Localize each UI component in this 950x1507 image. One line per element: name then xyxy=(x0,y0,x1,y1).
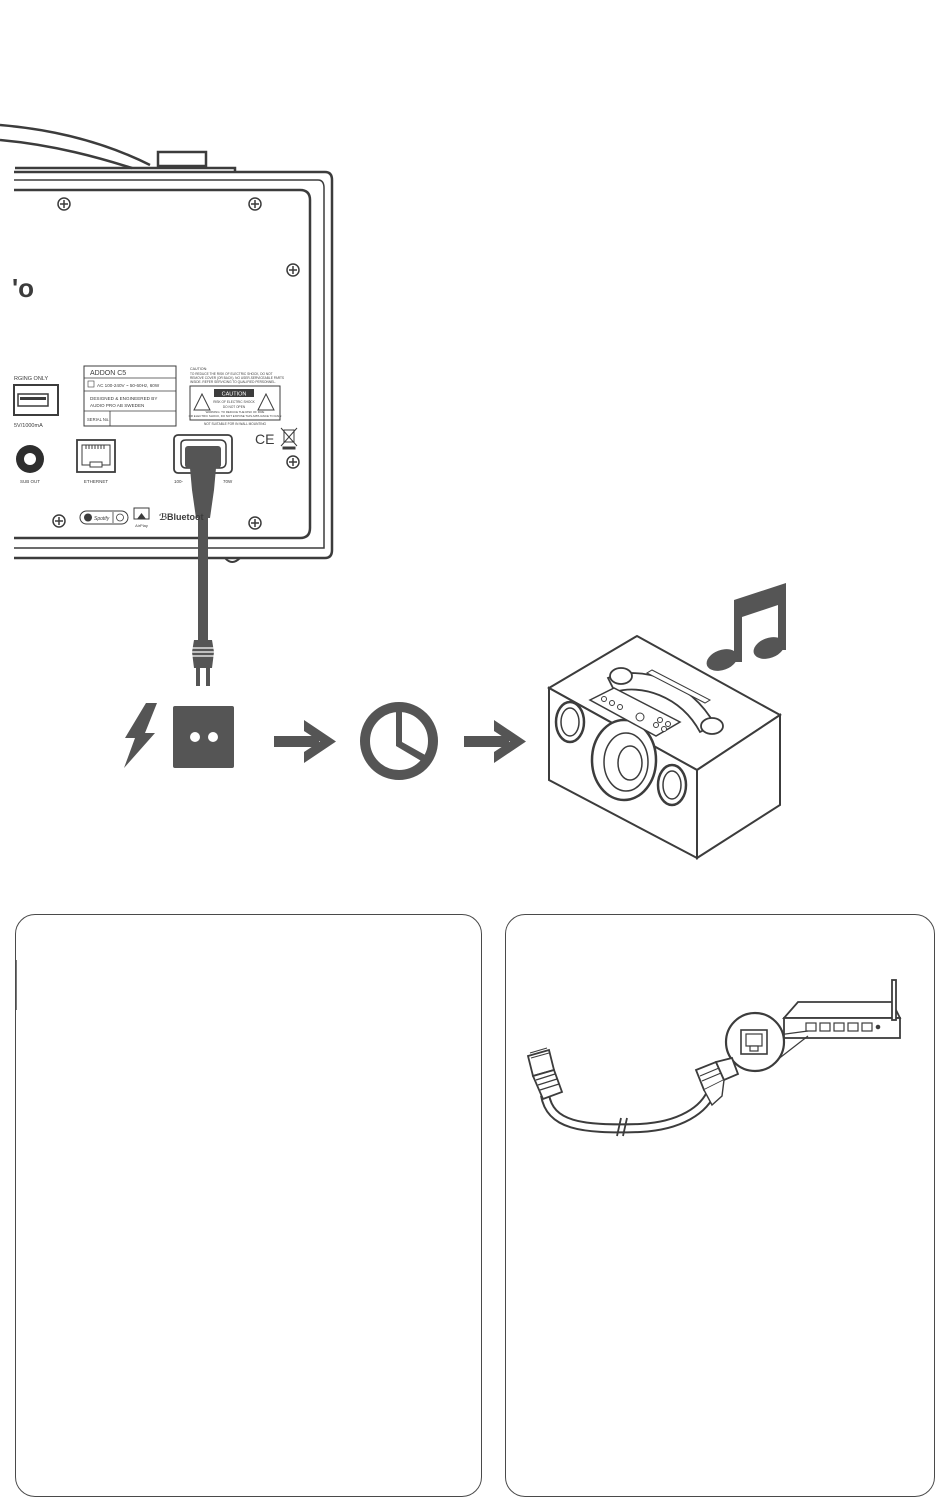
caution-box-line1: RISK OF ELECTRIC SHOCK xyxy=(213,400,255,404)
router-icon xyxy=(739,979,902,1068)
brand-logo: 'o xyxy=(12,273,34,303)
power-rating: AC 100-240V ~ 50-60Hz, 60W xyxy=(97,383,160,388)
caution-block: CAUTION: TO REDUCE THE RISK OF ELECTRIC … xyxy=(189,367,284,426)
power-label-right: 70W xyxy=(223,479,233,484)
caution-box-line2: DO NOT OPEN xyxy=(223,405,246,409)
speaker-icon xyxy=(546,634,782,860)
ethernet-cable-icon xyxy=(526,1047,740,1137)
ce-mark: CE xyxy=(255,431,274,447)
instruction-panel-left xyxy=(15,914,482,1497)
model-name: ADDON C5 xyxy=(90,370,126,377)
ethernet-port: ETHERNET xyxy=(76,439,116,484)
warning-line2: OR ELECTRIC SHOCK, DO NOT EXPOSE THIS AP… xyxy=(189,414,282,418)
ethernet-label: ETHERNET xyxy=(84,479,109,484)
rating-plate: ADDON C5 AC 100-240V ~ 50-60Hz, 60W DESI… xyxy=(83,365,177,427)
caution-text-2: REMOVE COVER (OR BACK). NO USER-SERVICEA… xyxy=(190,376,284,380)
caution-title: CAUTION: xyxy=(190,367,207,371)
lightning-icon xyxy=(124,703,157,768)
clock-icon xyxy=(360,702,438,780)
warning-line3: NOT SUITABLE FOR IN WALL MOUNTING xyxy=(204,422,267,426)
designed-line1: DESIGNED & ENGINEERED BY xyxy=(90,396,157,401)
caution-text-1: TO REDUCE THE RISK OF ELECTRIC SHOCK, DO… xyxy=(190,372,273,376)
power-cable xyxy=(185,446,221,686)
caution-box-title: CAUTION xyxy=(222,392,247,398)
weee-icon xyxy=(280,427,298,450)
setup-illustration: 'o RGING ONLY 5V/1000mA ADDON C5 AC 100-… xyxy=(0,123,786,860)
caution-text-3: INSIDE. REFER SERVICING TO QUALIFIED PER… xyxy=(190,380,276,384)
arrow-right-icon-2 xyxy=(464,720,526,763)
power-socket-icon xyxy=(173,706,234,768)
warning-line1: WARNING: TO REDUCE THE RISK OF FIRE xyxy=(206,410,265,414)
service-logos: Spotify AirPlay ℬ Bluetoot xyxy=(79,507,204,528)
airplay-label: AirPlay xyxy=(135,523,148,528)
arrow-right-icon xyxy=(274,720,336,763)
spotify-label: Spotify xyxy=(94,516,110,522)
sub-out-label: SUB OUT xyxy=(20,479,40,484)
usb-port: RGING ONLY 5V/1000mA xyxy=(13,376,59,429)
bluetooth-label: Bluetoot xyxy=(167,512,204,522)
panel-left-accent xyxy=(15,960,17,1010)
usb-rating: 5V/1000mA xyxy=(14,423,43,429)
usb-label: RGING ONLY xyxy=(14,376,48,382)
power-label-left: 100- xyxy=(174,479,184,484)
serial-label: SERIAL No. xyxy=(87,417,109,422)
sub-out-port: SUB OUT xyxy=(16,445,44,484)
bluetooth-logo-icon: ℬ xyxy=(159,512,167,522)
designed-line2: AUDIO PRO AB SWEDEN xyxy=(90,403,144,408)
ethernet-port-zoom xyxy=(724,1011,786,1073)
screws xyxy=(52,197,300,530)
music-note-icon xyxy=(706,583,786,671)
